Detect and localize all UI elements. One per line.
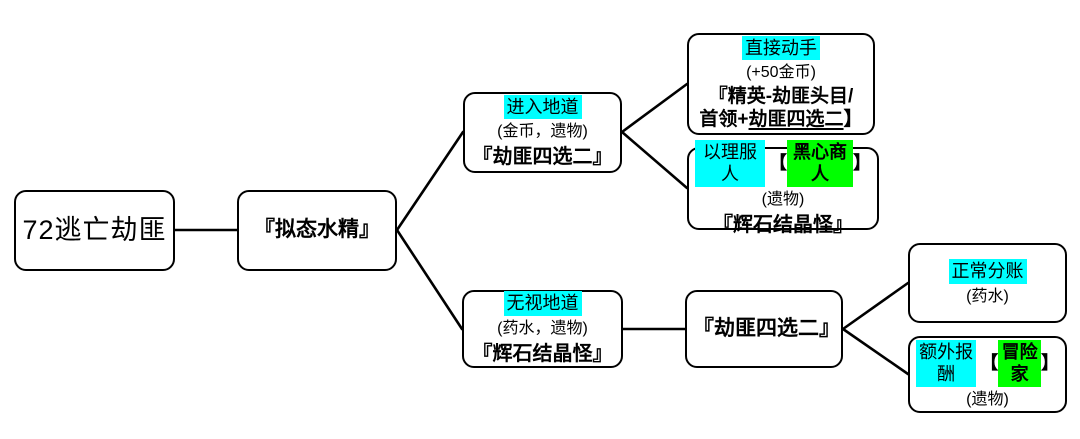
node-mimic-water-sprite: 『拟态水精』 (237, 190, 397, 271)
choice-line: 正常分账 (948, 259, 1027, 284)
choice-label: 正常分账 (948, 259, 1027, 284)
bracket-open: 【 (769, 152, 787, 173)
choice-line: 以理服人 【 黑心商人 】 (695, 139, 871, 187)
rewards-label: (金币，遗物) (497, 123, 588, 141)
choice-label: 以理服人 (695, 139, 765, 187)
title-line2-suffix: 】 (843, 109, 863, 131)
title-line2-underlined: 劫匪四选二 (748, 109, 844, 131)
edge-mimic-enter-tunnel (395, 130, 465, 232)
rewards-label: (药水) (966, 287, 1009, 305)
bracket-close: 】 (1041, 352, 1059, 373)
node-title: 『劫匪四选二』 (472, 146, 613, 169)
rewards-label: (遗物) (966, 390, 1009, 408)
choice-line: 直接动手 (742, 35, 820, 61)
edge-bandit-normal-split (841, 281, 910, 331)
node-title: 『劫匪四选二』 (693, 316, 840, 340)
node-bandit-choice: 『劫匪四选二』 (685, 290, 843, 368)
choice-label: 直接动手 (742, 35, 820, 61)
choice-label: 进入地道 (503, 94, 582, 120)
choice-label: 无视地道 (503, 291, 582, 316)
choice-label: 额外报酬 (916, 339, 977, 387)
title-line2-prefix: 首领+ (699, 109, 749, 131)
node-extra-pay: 额外报酬 【 冒险家 】 (遗物) (908, 336, 1067, 413)
requirement-label: 冒险家 (998, 339, 1041, 387)
bracket-close: 】 (853, 152, 871, 173)
node-start-event: 72逃亡劫匪 (14, 190, 175, 271)
edge-mimic-ignore-tunnel (395, 228, 464, 331)
node-normal-split: 正常分账 (药水) (908, 243, 1067, 323)
event-label: 72逃亡劫匪 (22, 214, 167, 245)
title-line1: 『精英-劫匪头目/ (708, 86, 854, 108)
edge-enter-direct-attack (620, 82, 689, 134)
node-ignore-tunnel: 无视地道 (药水，遗物) 『辉石结晶怪』 (462, 290, 623, 368)
node-persuade: 以理服人 【 黑心商人 】 (遗物) 『辉石结晶怪』 (687, 139, 879, 236)
rewards-label: (药水，遗物) (497, 319, 588, 337)
node-title: 『拟态水精』 (254, 218, 380, 242)
choice-line: 进入地道 (503, 94, 582, 120)
node-title: 『辉石结晶怪』 (472, 342, 613, 365)
rewards-label: (遗物) (761, 190, 805, 208)
choice-line: 无视地道 (503, 291, 582, 316)
bracket-open: 【 (980, 352, 999, 373)
node-direct-attack: 直接动手 (+50金币) 『精英-劫匪头目/ 首领+劫匪四选二】 (687, 33, 875, 135)
choice-line: 额外报酬 【 冒险家 】 (916, 339, 1059, 387)
edge-enter-persuade (620, 130, 689, 190)
requirement-label: 黑心商人 (787, 139, 853, 187)
node-enter-tunnel: 进入地道 (金币，遗物) 『劫匪四选二』 (463, 92, 622, 173)
node-title: 『精英-劫匪头目/ 首领+劫匪四选二】 (699, 86, 862, 132)
edge-bandit-extra-pay (841, 327, 910, 376)
node-title: 『辉石结晶怪』 (713, 213, 853, 236)
rewards-label: (+50金币) (746, 64, 816, 82)
